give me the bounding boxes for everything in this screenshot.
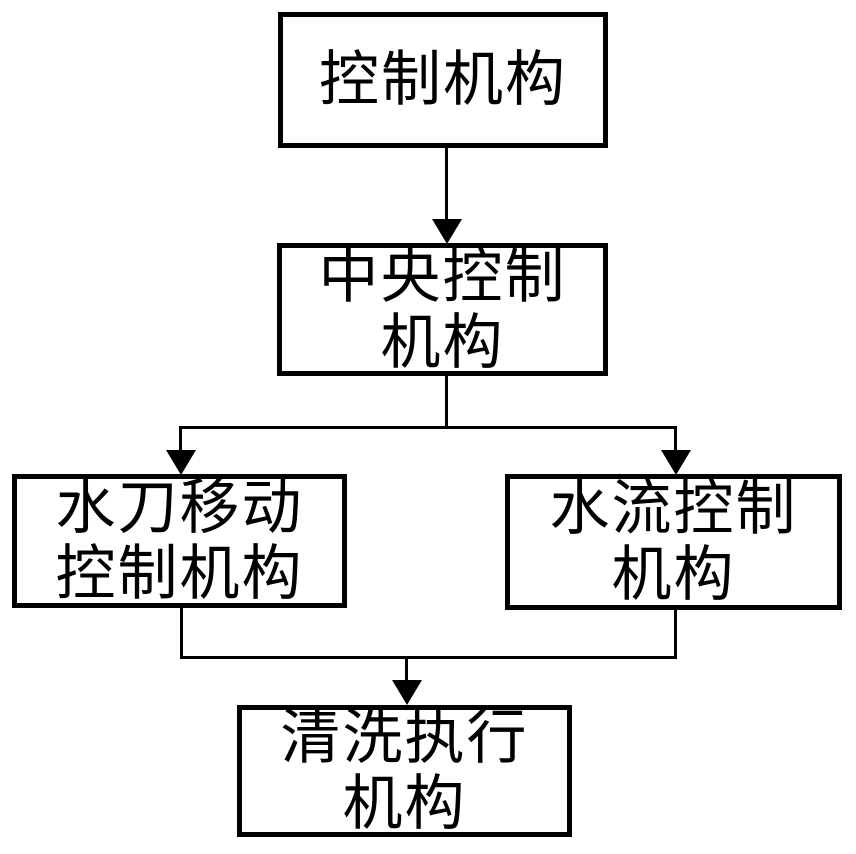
arrowhead-into-cleaning-icon [392,680,422,705]
connector-central-stem-line [445,376,448,429]
box-control-mechanism-label: 控制机构 [319,47,567,113]
connector-branch-horizontal-line [179,426,677,429]
box-central-control-mechanism-label-line1: 中央控制 [318,243,567,310]
arrowhead-into-waterjet-icon [166,450,196,475]
connector-control-to-central-line [445,148,448,220]
box-water-flow-control-mechanism: 水流控制 机构 [505,474,842,610]
box-central-control-mechanism-label-line2: 机构 [380,309,505,376]
connector-merge-horizontal-line [180,656,677,659]
box-cleaning-execution-label-line2: 机构 [342,771,467,837]
connector-cleaning-stem-line [405,658,408,682]
connector-merge-right-line [674,610,677,659]
box-water-jet-movement-control-label-line1: 水刀移动 [55,475,304,541]
box-central-control-mechanism: 中央控制 机构 [277,243,608,376]
box-cleaning-execution-label-line1: 清洗执行 [280,705,529,771]
box-water-jet-movement-control-mechanism: 水刀移动 控制机构 [12,474,347,608]
box-cleaning-execution-mechanism: 清洗执行 机构 [237,705,572,837]
connector-merge-left-line [180,608,183,659]
connector-branch-right-line [674,428,677,452]
box-control-mechanism: 控制机构 [278,12,608,148]
connector-branch-left-line [179,428,182,452]
box-water-flow-control-label-line1: 水流控制 [549,476,798,542]
box-water-flow-control-label-line2: 机构 [611,542,736,608]
box-water-jet-movement-control-label-line2: 控制机构 [55,541,304,607]
arrowhead-into-waterflow-icon [661,450,691,475]
arrowhead-into-central-icon [432,219,462,244]
